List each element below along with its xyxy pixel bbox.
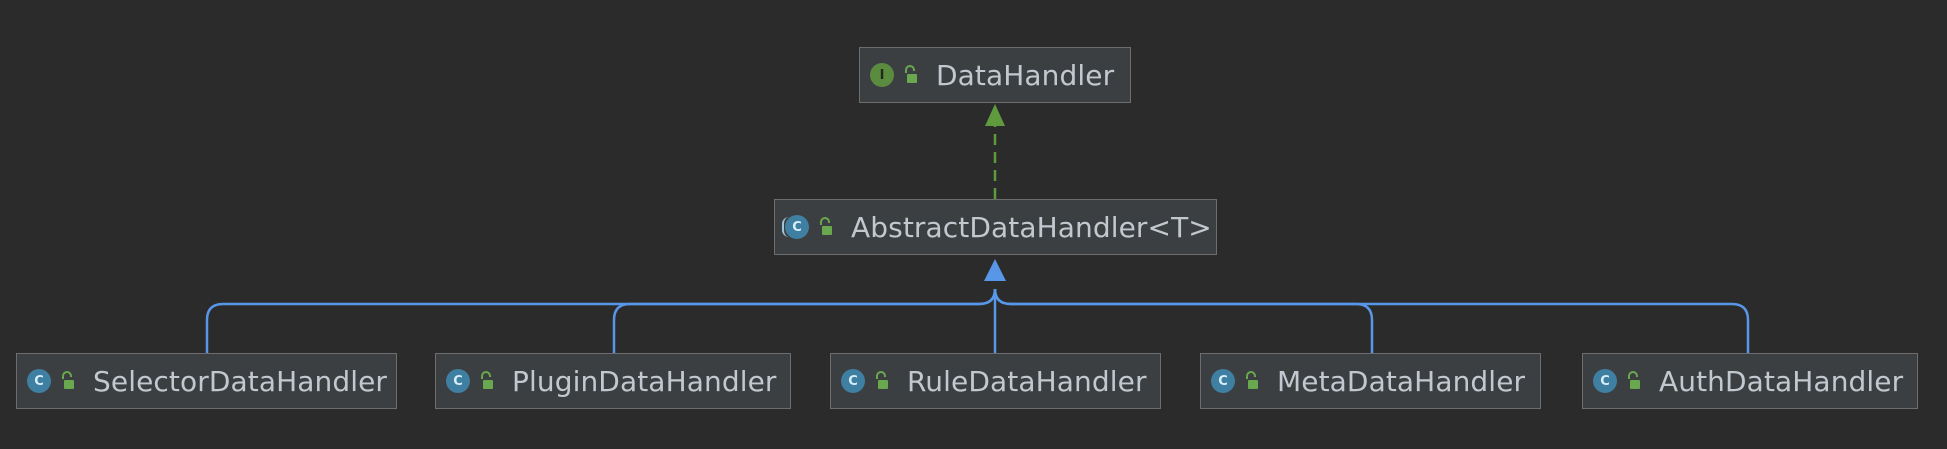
class-node-ruledatahandler[interactable]: C RuleDataHandler (830, 353, 1161, 409)
lock-icon (481, 371, 493, 389)
class-node-metadatahandler[interactable]: C MetaDataHandler (1200, 353, 1541, 409)
extends-line-meta (993, 288, 1374, 353)
node-label: MetaDataHandler (1277, 364, 1526, 398)
class-node-plugindatahandler[interactable]: C PluginDataHandler (435, 353, 791, 409)
lock-icon (820, 217, 832, 235)
extends-line-auth (993, 288, 1750, 353)
class-node-authdatahandler[interactable]: C AuthDataHandler (1582, 353, 1918, 409)
lock-icon (905, 65, 917, 83)
class-icon: C (1593, 369, 1617, 393)
interface-icon: I (870, 63, 894, 87)
implements-arrowhead (985, 104, 1005, 126)
lock-icon (62, 371, 74, 389)
class-icon: C (446, 369, 470, 393)
class-icon: C (841, 369, 865, 393)
abstract-class-node-abstractdatahandler[interactable]: C AbstractDataHandler<T> (774, 199, 1217, 255)
interface-node-datahandler[interactable]: I DataHandler (859, 47, 1131, 103)
lock-icon (876, 371, 888, 389)
node-label: SelectorDataHandler (93, 364, 388, 398)
node-label: DataHandler (936, 58, 1115, 92)
node-label: RuleDataHandler (907, 364, 1147, 398)
class-icon: C (1211, 369, 1235, 393)
class-node-selectordatahandler[interactable]: C SelectorDataHandler (16, 353, 397, 409)
node-label: PluginDataHandler (512, 364, 777, 398)
lock-icon (1628, 371, 1640, 389)
node-label: AuthDataHandler (1659, 364, 1904, 398)
extends-line-selector (205, 288, 997, 353)
node-label: AbstractDataHandler<T> (851, 210, 1212, 244)
lock-icon (1246, 371, 1258, 389)
extends-arrowhead (984, 259, 1006, 281)
class-icon: C (27, 369, 51, 393)
abstract-class-icon: C (782, 215, 809, 239)
extends-line-plugin (612, 288, 997, 353)
